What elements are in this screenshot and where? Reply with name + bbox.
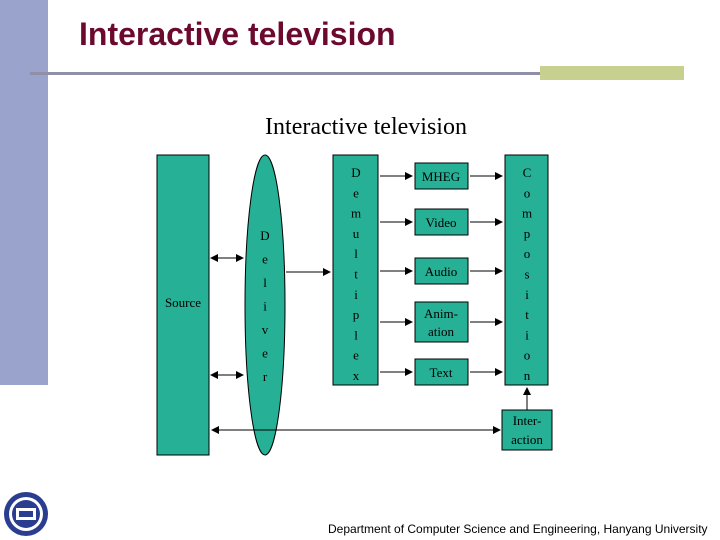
demultiplex-box [332, 154, 379, 386]
media-box [414, 257, 469, 285]
diagram-title: Interactive television [265, 114, 467, 140]
media-label: Audio [425, 264, 458, 279]
side-bar [0, 0, 48, 385]
composition-box [504, 154, 549, 386]
media-box [414, 208, 469, 236]
slide-title: Interactive television [79, 16, 396, 52]
media-label: MHEG [422, 169, 460, 184]
deliver-ellipse [244, 154, 286, 456]
source-label: Source [165, 295, 201, 310]
interaction-label: Inter-action [511, 413, 543, 447]
media-box [414, 301, 469, 343]
source-box [156, 154, 210, 456]
title-rule-accent [540, 66, 684, 80]
media-label: Video [426, 215, 457, 230]
media-box [414, 162, 469, 190]
university-logo [4, 492, 48, 536]
title-rule [30, 72, 684, 75]
footer-text: Department of Computer Science and Engin… [328, 522, 708, 536]
media-arrows [380, 172, 503, 376]
media-label: Anim-ation [424, 306, 458, 339]
interaction-box [501, 409, 553, 451]
media-label: Text [430, 365, 453, 380]
media-box [414, 358, 469, 386]
